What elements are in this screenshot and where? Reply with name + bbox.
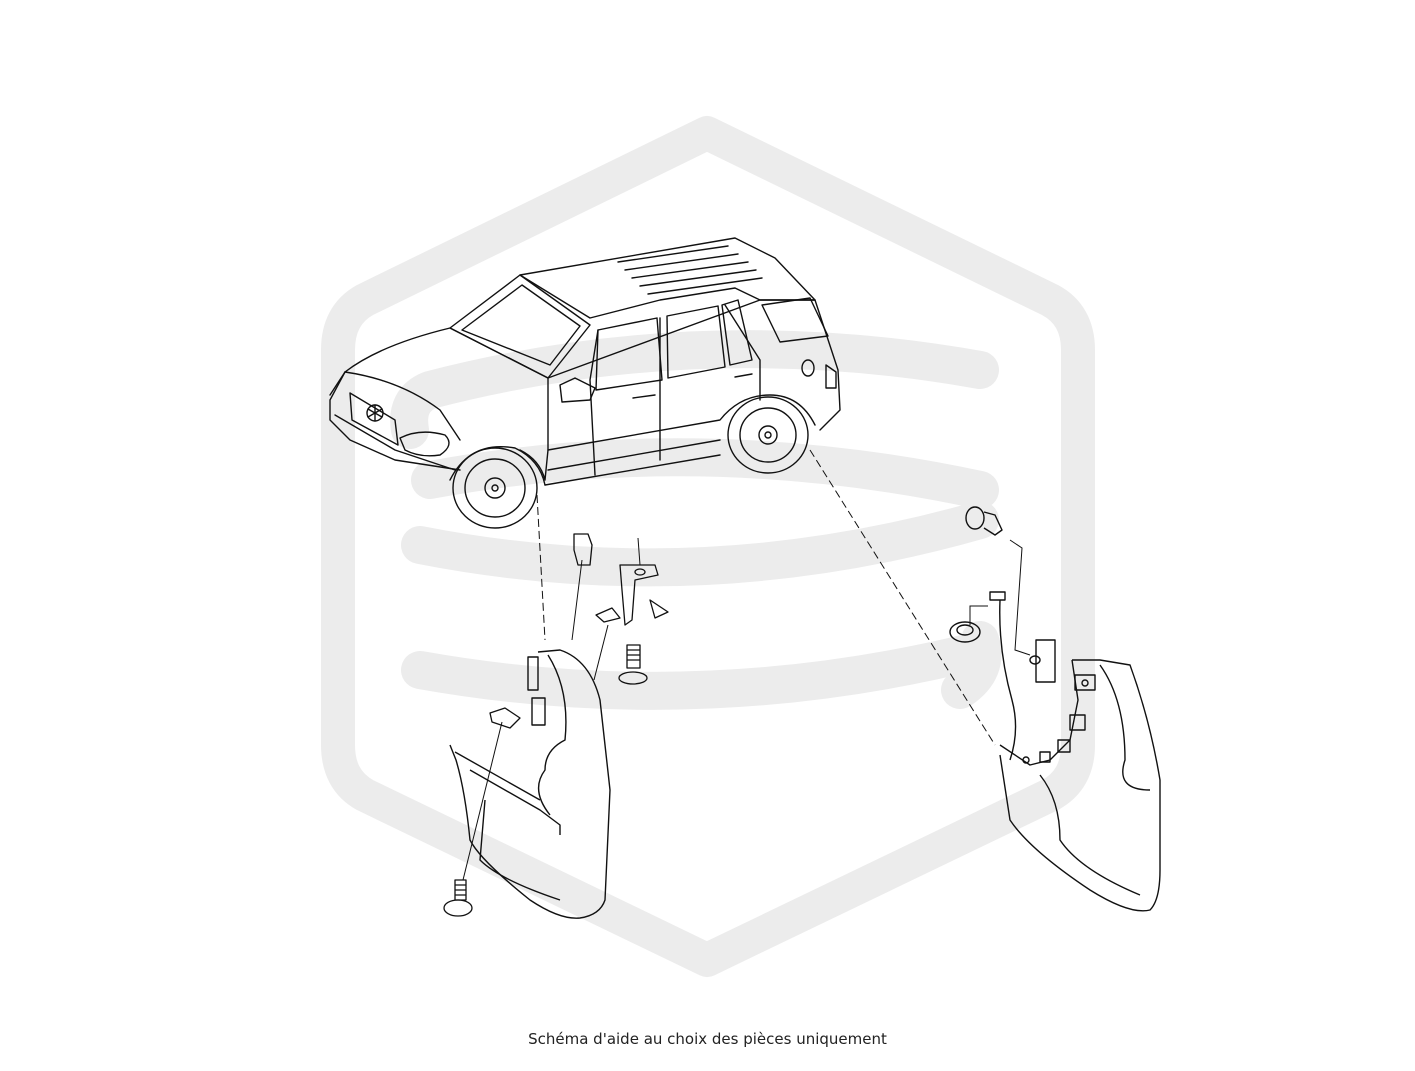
front-mud-flap (449, 649, 611, 919)
front-mount-parts (443, 533, 669, 917)
rear-mud-flap (949, 506, 1161, 912)
part-leader-lines (462, 537, 1031, 881)
diagram-caption: Schéma d'aide au choix des pièces unique… (528, 1030, 887, 1048)
leader-lines (536, 449, 996, 746)
watermark-logo-icon (321, 116, 1095, 977)
vehicle-drawing (329, 237, 841, 529)
